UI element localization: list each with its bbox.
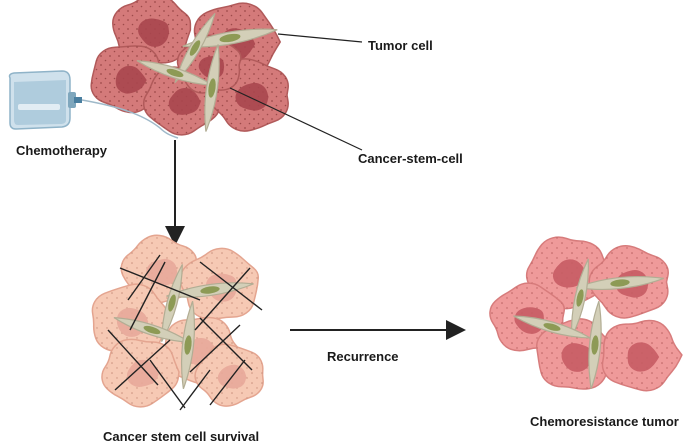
stem-cell-nucleus — [166, 68, 184, 78]
tumor-cluster — [90, 0, 289, 136]
cell-nucleus — [561, 343, 593, 372]
label-chemoresistance-tumor: Chemoresistance tumor — [530, 414, 679, 429]
stem-cell-nucleus — [591, 335, 599, 355]
cross-out-mark — [149, 359, 186, 409]
stem-cell-nucleus — [189, 40, 201, 56]
stem-cell-nucleus — [543, 323, 561, 331]
stem-cell-nucleus — [200, 286, 220, 294]
stem-cell-nucleus — [219, 33, 241, 43]
treated-cell — [194, 343, 264, 407]
label-cancer-stem-cell: Cancer-stem-cell — [358, 151, 463, 166]
cross-out-mark — [189, 324, 241, 373]
stem-cell-nucleus — [610, 279, 630, 287]
stem-cell — [576, 275, 664, 291]
stem-cell — [161, 264, 183, 342]
cell-nucleus — [168, 87, 201, 115]
resistant-cell — [601, 319, 683, 392]
cross-out-mark — [194, 267, 251, 331]
cell-nucleus — [235, 82, 269, 111]
stem-cell-nucleus — [184, 335, 192, 355]
stem-cell-nucleus — [168, 294, 176, 312]
cross-out-mark — [129, 261, 166, 331]
label-cancer-stem-cell-survival: Cancer stem cell survival — [103, 429, 260, 444]
stem-cell-nucleus — [143, 325, 161, 335]
cell-nucleus — [115, 65, 147, 94]
cross-out-mark — [209, 359, 246, 406]
cross-out-mark — [179, 369, 211, 411]
stem-cell — [204, 44, 220, 132]
iv-bag-icon — [8, 70, 179, 139]
cross-out-mark — [107, 329, 159, 386]
cell-nucleus — [627, 342, 660, 372]
label-recurrence: Recurrence — [327, 349, 399, 364]
treated-cluster — [91, 234, 264, 411]
stem-cell-nucleus — [208, 78, 216, 98]
cross-out-mark — [119, 267, 201, 301]
cross-out-mark — [127, 254, 161, 301]
stem-cell — [180, 301, 196, 389]
cross-out-mark — [114, 339, 171, 391]
tumor-cell-leader-line — [277, 33, 363, 43]
stem-cell — [182, 28, 278, 48]
stem-cell — [588, 300, 602, 390]
cell-nucleus — [552, 259, 587, 288]
label-chemotherapy: Chemotherapy — [16, 143, 108, 158]
stem-cell — [570, 258, 590, 338]
cancer-stem-cell-leader-line — [229, 87, 363, 151]
treated-cell — [101, 338, 180, 408]
cross-out-mark — [199, 261, 263, 311]
cell-nucleus — [146, 258, 178, 286]
cell-nucleus — [138, 18, 170, 47]
resistant-cluster — [489, 236, 683, 392]
label-tumor-cell: Tumor cell — [368, 38, 433, 53]
stem-cell-nucleus — [576, 289, 584, 307]
cell-nucleus — [126, 359, 159, 387]
